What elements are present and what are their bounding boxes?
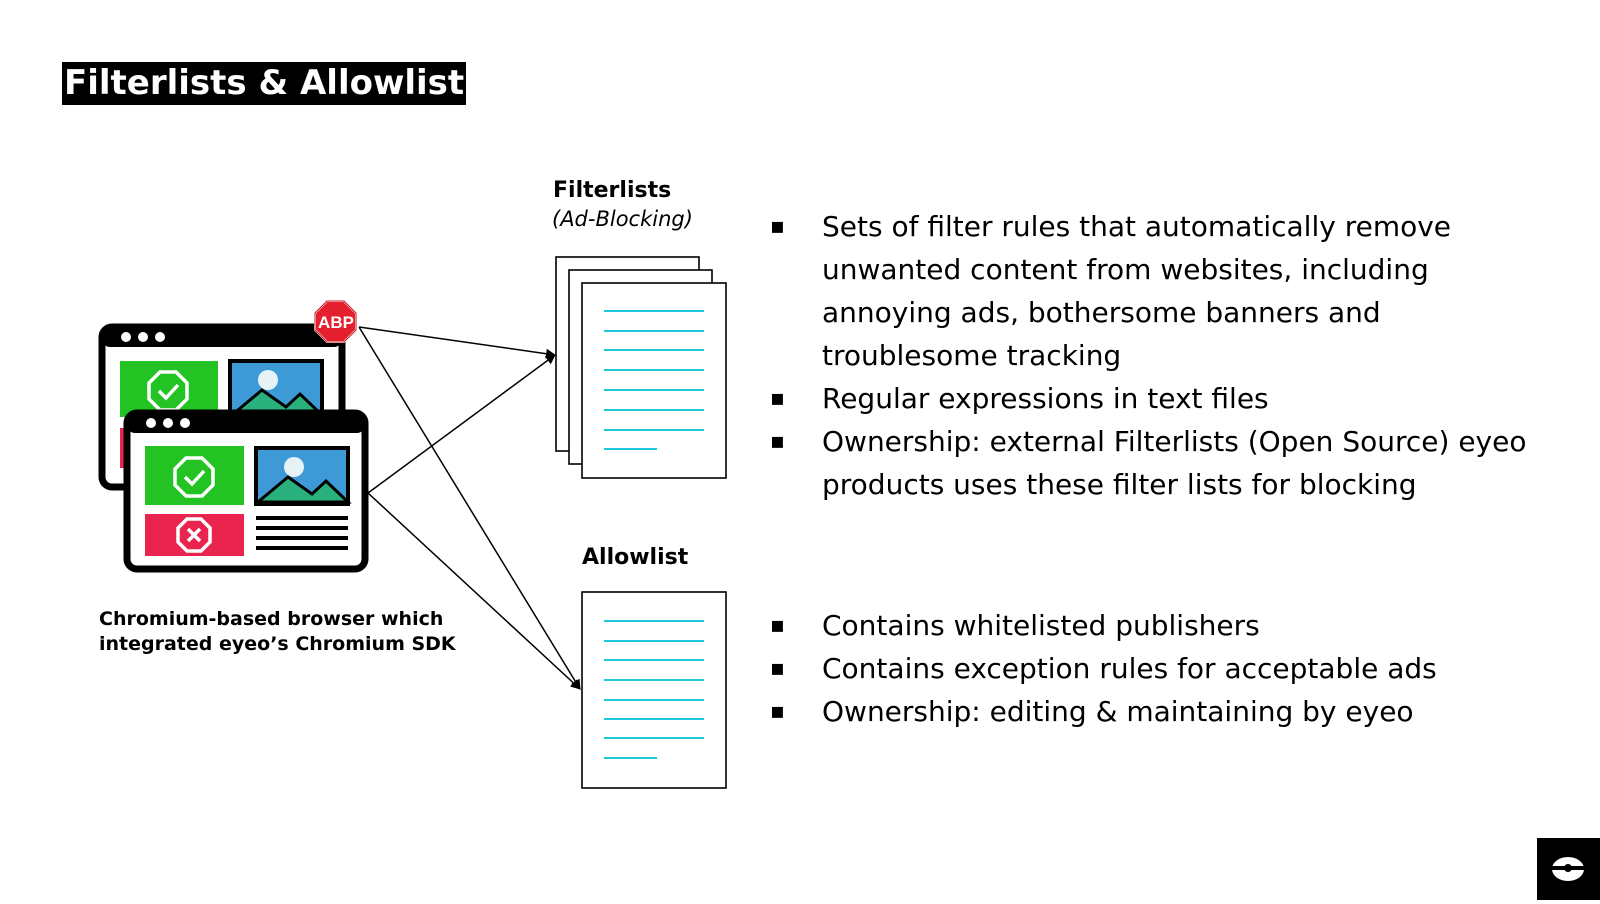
bullet-marker: ▪	[770, 613, 785, 638]
arrow-abp-to-filterlists	[358, 326, 556, 359]
arrow-browser-to-filterlists	[367, 354, 556, 494]
filterlist-bullet-list: ▪ Sets of filter rules that automatically…	[770, 205, 1562, 506]
browser-caption: Chromium-based browser which integrated …	[99, 607, 456, 657]
abp-icon: ABP	[314, 300, 357, 343]
filterlists-label: Filterlists	[553, 178, 672, 203]
arrow-browser-to-allowlist	[367, 492, 581, 690]
abp-badge-text: ABP	[318, 313, 354, 332]
x-shield-icon	[176, 517, 212, 553]
list-item: ▪ Ownership: external Filterlists (Open S…	[770, 420, 1562, 506]
allowlist-label: Allowlist	[582, 545, 689, 570]
connector-arrows	[358, 326, 581, 690]
bullet-text: Ownership: editing & maintaining by eyeo	[822, 695, 1414, 728]
slide-title: Filterlists & Allowlist	[62, 62, 466, 105]
list-item: ▪ Sets of filter rules that automatically…	[770, 205, 1562, 377]
list-item: ▪ Regular expressions in text files	[770, 377, 1562, 420]
bullet-text: Contains whitelisted publishers	[822, 609, 1260, 642]
eyeo-logo-icon	[1552, 857, 1584, 881]
bullet-marker: ▪	[770, 386, 785, 411]
bullet-marker: ▪	[770, 656, 785, 681]
allowlist-document-icon	[581, 591, 727, 789]
bullet-marker: ▪	[770, 214, 785, 239]
filterlist-document-stack-icon	[555, 256, 727, 479]
allowlist-bullet-list: ▪ Contains whitelisted publishers ▪ Contai…	[770, 604, 1562, 733]
bullet-text: Contains exception rules for acceptable …	[822, 652, 1437, 685]
bullet-text: Regular expressions in text files	[822, 382, 1269, 415]
list-item: ▪ Ownership: editing & maintaining by eye…	[770, 690, 1562, 733]
browser-caption-line2: integrated eyeo’s Chromium SDK	[99, 633, 456, 655]
arrow-abp-to-allowlist	[358, 326, 581, 690]
bullet-marker: ▪	[770, 429, 785, 454]
filterlists-sublabel: (Ad-Blocking)	[552, 207, 693, 231]
bullet-text: Sets of filter rules that automatically …	[822, 210, 1452, 372]
text-lines-icon	[256, 516, 348, 550]
eyeo-logo-box	[1537, 838, 1600, 900]
browser-window-front-icon	[123, 409, 369, 573]
check-shield-icon	[173, 456, 215, 498]
list-item: ▪ Contains whitelisted publishers	[770, 604, 1562, 647]
image-icon	[253, 446, 352, 506]
list-item: ▪ Contains exception rules for acceptable…	[770, 647, 1562, 690]
browser-caption-line1: Chromium-based browser which	[99, 608, 444, 630]
bullet-text: Ownership: external Filterlists (Open So…	[822, 425, 1527, 501]
bullet-marker: ▪	[770, 699, 785, 724]
